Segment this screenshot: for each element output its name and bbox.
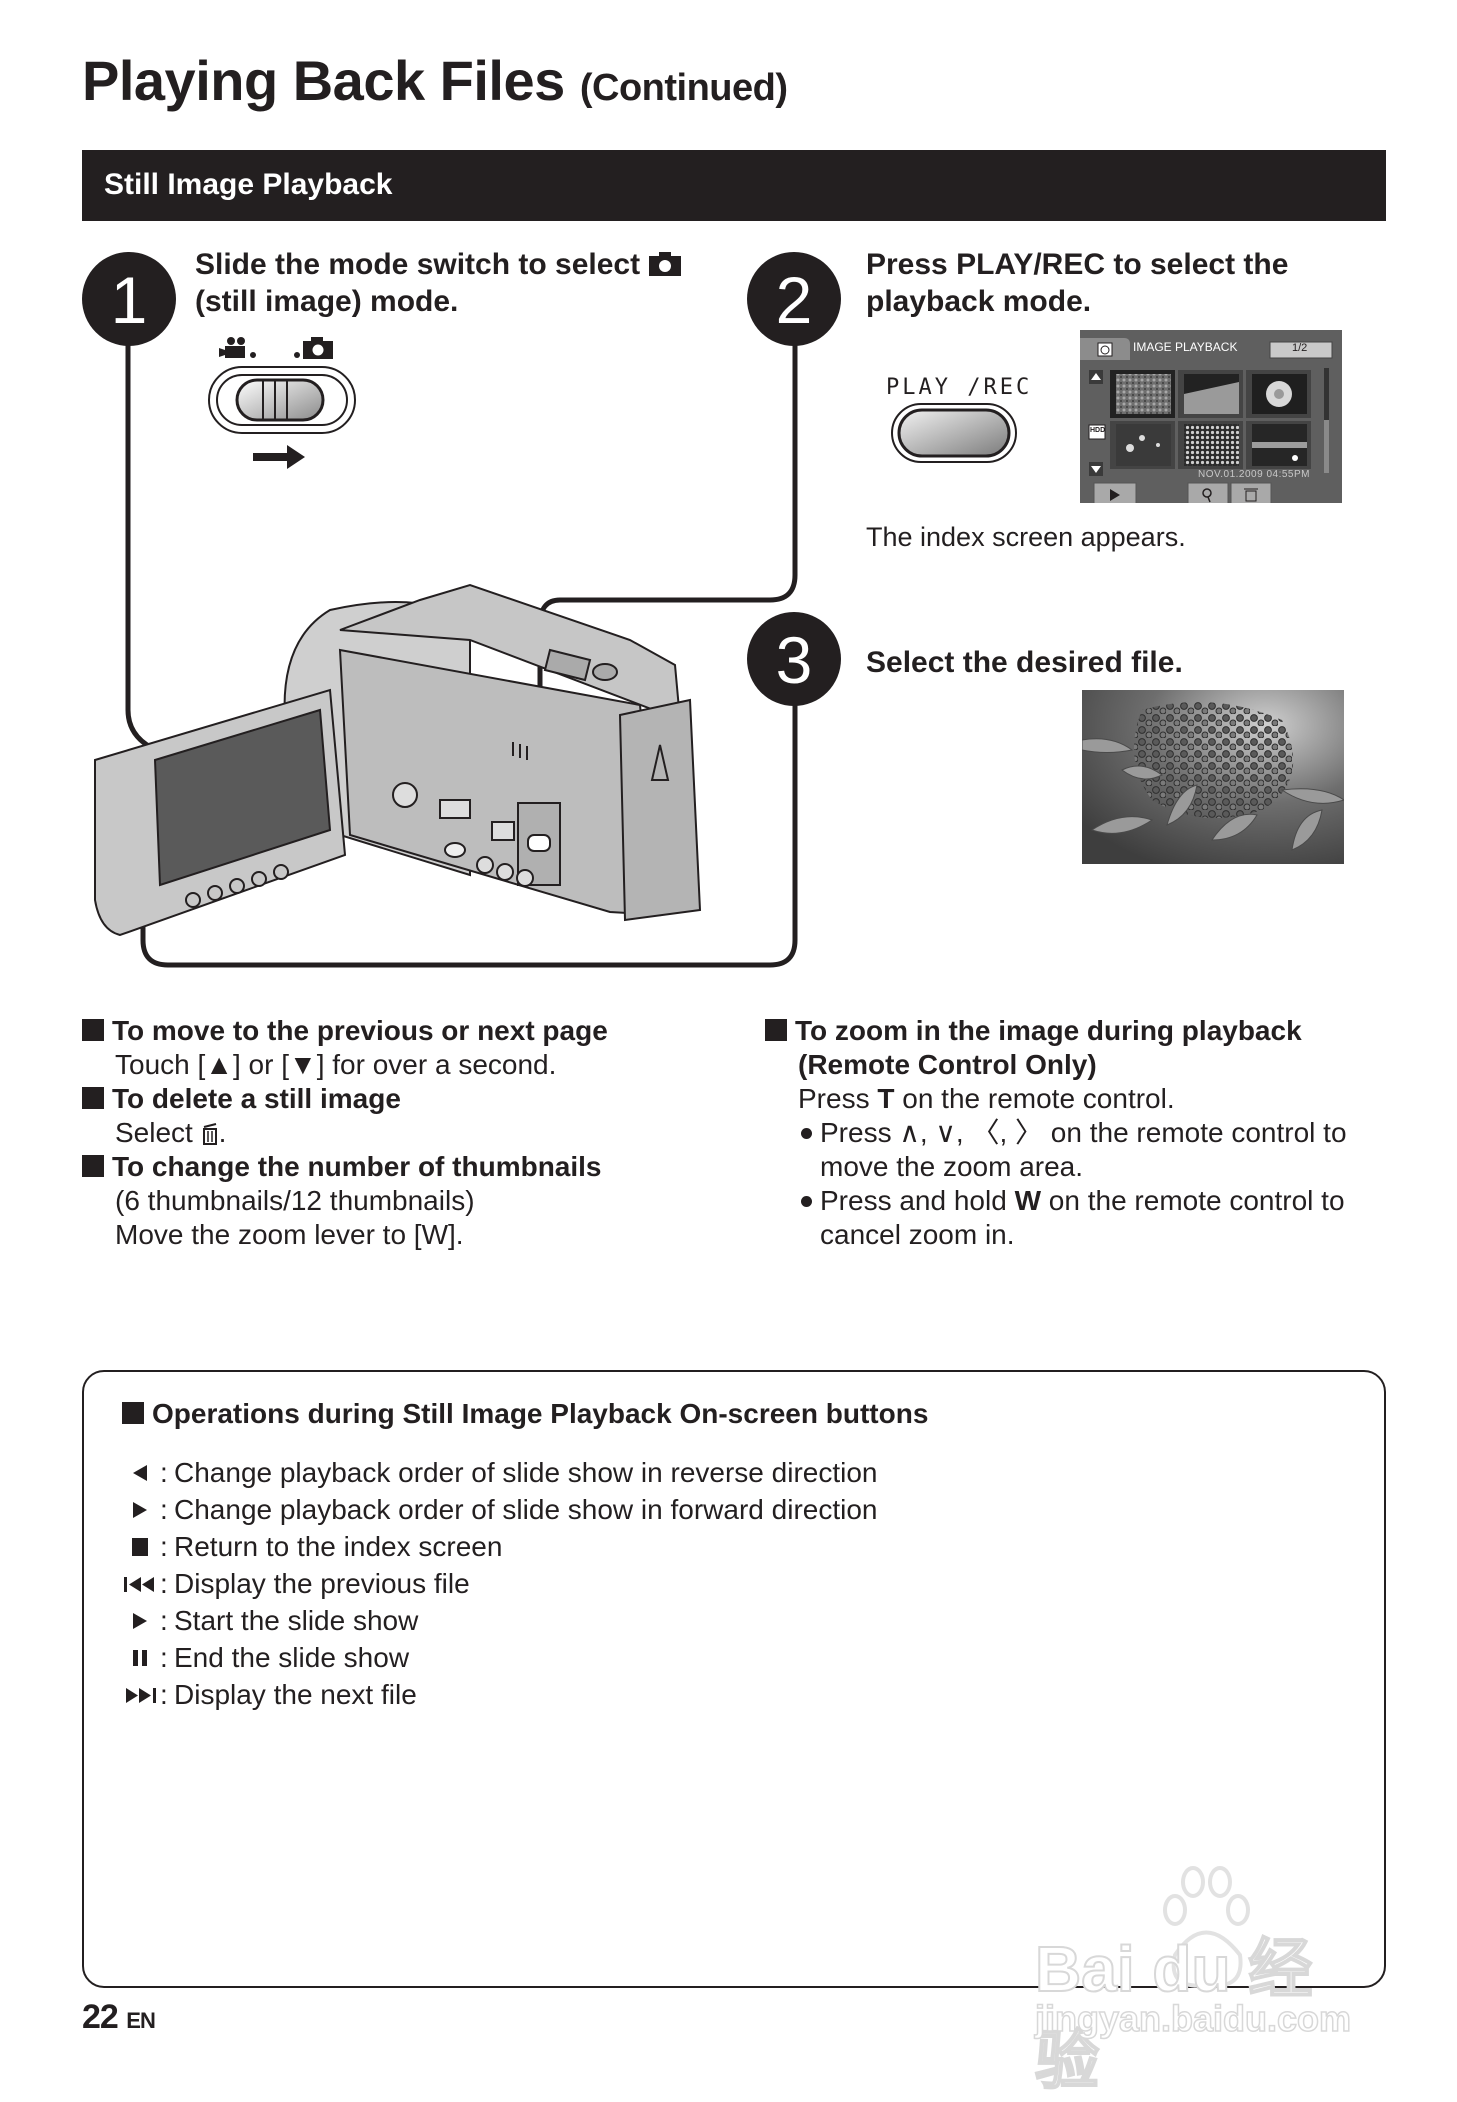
skip-previous-icon (120, 1574, 160, 1594)
watermark: Bai du 经验 jingyan.baidu.com (1034, 1860, 1375, 2098)
operation-item: :Return to the index screen (120, 1528, 878, 1565)
stop-icon (120, 1536, 160, 1558)
operation-item: :Display the previous file (120, 1565, 878, 1602)
selected-photo (1082, 690, 1344, 864)
mode-switch-on-camera (444, 842, 466, 858)
page-number: 22 EN (82, 1998, 156, 2036)
thumbnail-4[interactable] (1116, 424, 1171, 466)
mode-switch-knob[interactable] (235, 378, 325, 422)
note-heading: To zoom in the image during playback (765, 1014, 1395, 1048)
page-language: EN (126, 2008, 156, 2033)
thumbnail-3[interactable] (1252, 374, 1307, 414)
right-arrow-icon (253, 445, 305, 469)
thumbnail-grid (1110, 370, 1311, 469)
step-2-line1: Press PLAY/REC to select the (866, 248, 1289, 281)
square-bullet-icon (82, 1155, 104, 1177)
play-rec-label: PLAY /REC (886, 375, 1033, 400)
operations-title: Operations during Still Image Playback O… (122, 1398, 928, 1430)
play-icon (120, 1611, 160, 1631)
trash-icon (202, 1123, 217, 1145)
camera-icon (649, 252, 682, 276)
play-rec-button[interactable] (890, 402, 1020, 466)
step-3-badge: 3 (747, 612, 841, 706)
pause-icon (120, 1648, 160, 1668)
note-heading-cont: (Remote Control Only) (798, 1049, 1097, 1080)
operation-item: :Change playback order of slide show in … (120, 1454, 878, 1491)
watermark-url: jingyan.baidu.com (1034, 1997, 1352, 2040)
thumbnail-6[interactable] (1252, 424, 1307, 466)
note-text: Press T on the remote control. (798, 1083, 1175, 1114)
index-zoom-button[interactable] (1187, 482, 1229, 503)
movie-camera-icon (219, 337, 256, 358)
note-text: (6 thumbnails/12 thumbnails) (115, 1185, 475, 1216)
bullet-dot-icon (801, 1128, 812, 1139)
thumbnail-1[interactable] (1116, 374, 1171, 414)
mode-switch-illustration (208, 337, 356, 469)
step-1-line1: Slide the mode switch to select (195, 248, 641, 281)
note-text: Select . (115, 1117, 227, 1148)
play-rec-button-on-camera (527, 834, 551, 852)
operations-list: :Change playback order of slide show in … (120, 1454, 878, 1713)
square-bullet-icon (82, 1087, 104, 1109)
notes-right: To zoom in the image during playback (Re… (765, 1014, 1395, 1252)
page-title-main: Playing Back Files (82, 49, 565, 112)
note-heading: To delete a still image (82, 1082, 722, 1116)
operation-item: :Start the slide show (120, 1602, 878, 1639)
index-screen-title: IMAGE PLAYBACK (1133, 340, 1238, 354)
note-text: Move the zoom lever to [W]. (115, 1219, 464, 1250)
step-1-instruction: Slide the mode switch to select (still i… (195, 246, 682, 320)
square-bullet-icon (82, 1019, 104, 1041)
square-bullet-icon (122, 1402, 144, 1424)
operation-item: :Display the next file (120, 1676, 878, 1713)
step-2-instruction: Press PLAY/REC to select the playback mo… (866, 246, 1288, 320)
thumbnail-2[interactable] (1184, 374, 1239, 414)
step-3-instruction: Select the desired file. (866, 646, 1183, 679)
forward-triangle-icon (120, 1500, 160, 1520)
page-title-suffix: (Continued) (579, 67, 788, 109)
page-title: Playing Back Files (Continued) (82, 48, 788, 113)
skip-next-icon (120, 1685, 160, 1705)
bullet-dot-icon (801, 1196, 812, 1207)
step-1-badge: 1 (82, 252, 176, 346)
camcorder (94, 583, 702, 937)
square-bullet-icon (765, 1019, 787, 1041)
reverse-triangle-icon (120, 1463, 160, 1483)
camera-illustration (94, 339, 801, 971)
still-camera-icon (294, 337, 333, 359)
thumbnail-5[interactable] (1184, 424, 1239, 466)
lcd-screen (153, 708, 332, 887)
note-bullet: Press and hold W on the remote control t… (765, 1184, 1395, 1252)
step-2-badge: 2 (747, 252, 841, 346)
index-page-indicator: 1/2 (1292, 342, 1308, 354)
index-delete-button[interactable] (1230, 482, 1272, 503)
section-banner: Still Image Playback (82, 150, 1386, 221)
operations-box: Operations during Still Image Playback O… (82, 1370, 1386, 1988)
index-datetime: NOV.01.2009 04:55PM (1198, 469, 1310, 480)
step-2-result: The index screen appears. (866, 522, 1186, 552)
section-banner-title: Still Image Playback (104, 168, 393, 201)
note-heading: To move to the previous or next page (82, 1014, 722, 1048)
step-1-line2: (still image) mode. (195, 285, 459, 318)
step-2-line2: playback mode. (866, 285, 1092, 318)
operation-item: :End the slide show (120, 1639, 878, 1676)
note-text: Touch [▲] or [▼] for over a second. (115, 1049, 557, 1080)
notes-left: To move to the previous or next page Tou… (82, 1014, 722, 1252)
hdd-badge: HDD (1090, 427, 1106, 434)
operation-item: :Change playback order of slide show in … (120, 1491, 878, 1528)
index-screen: IMAGE PLAYBACK 1/2 HDD NOV.01.2009 04:55… (1080, 330, 1342, 503)
note-heading: To change the number of thumbnails (82, 1150, 722, 1184)
note-bullet: Press ∧, ∨, 〈, 〉 on the remote control t… (765, 1116, 1395, 1184)
